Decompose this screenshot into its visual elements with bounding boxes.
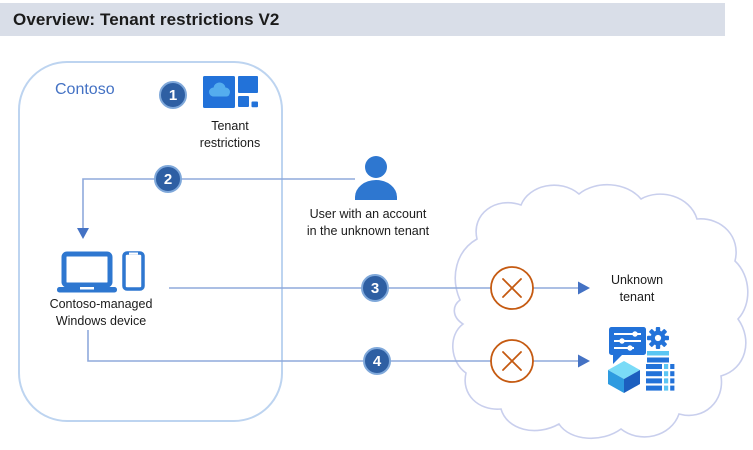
title-bar: Overview: Tenant restrictions V2 [0,3,725,36]
user-account-label: User with an account in the unknown tena… [306,207,430,238]
cube-icon [608,361,640,393]
step-2-badge: 2 [154,165,182,193]
phone-icon [122,251,145,291]
tenant-restrictions-label: Tenant restrictions [199,119,261,150]
flow-2-line [82,178,355,228]
contoso-boundary-box [18,61,283,422]
flow-4-line [87,330,578,362]
unknown-tenant-cloud [452,183,749,440]
laptop-icon [57,251,117,293]
managed-device-label: Contoso-managed Windows device [49,297,153,328]
unknown-tenant-label: Unknown tenant [610,273,664,304]
contoso-label: Contoso [55,81,115,98]
tenant-restrictions-icon [203,76,258,108]
blocked-icon [490,339,534,383]
flow-4-arrowhead [578,354,590,368]
flow-2-arrowhead [77,228,89,239]
flow-3-arrowhead [578,281,590,295]
user-icon [355,156,397,200]
chat-settings-icon [609,327,646,364]
step-3-badge: 3 [361,274,389,302]
apps-services-icons [608,327,675,393]
blocked-icon [490,266,534,310]
table-icon [646,364,675,391]
gear-icon [647,327,669,363]
page-title: Overview: Tenant restrictions V2 [13,9,280,29]
step-4-badge: 4 [363,347,391,375]
step-1-badge: 1 [159,81,187,109]
